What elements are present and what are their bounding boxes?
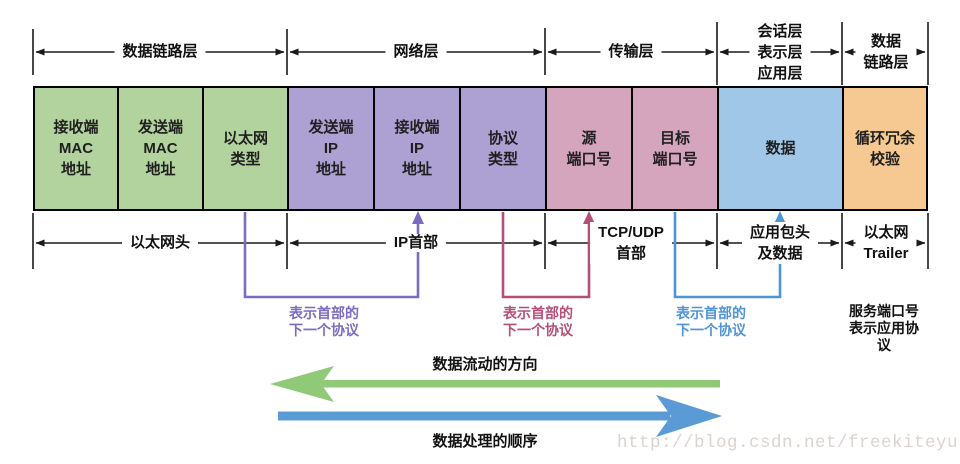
- section-label-tcp-udp-header: TCP/UDP 首部: [590, 222, 672, 264]
- field-dest-mac: 接收端 MAC 地址: [33, 86, 117, 211]
- field-protocol: 协议 类型: [459, 86, 545, 211]
- connector-arrowhead-pink-icon: [583, 211, 595, 224]
- connector-arrowhead-purple-icon: [412, 211, 424, 224]
- data-flow-arrow-left-icon: [270, 366, 720, 402]
- field-dest-port: 目标 端口号: [631, 86, 717, 211]
- connector-protocol-type-to-tcp-header: [501, 211, 595, 299]
- section-label-ethernet-trailer: 以太网 Trailer: [855, 222, 917, 264]
- top-dimension-ticks: [32, 22, 929, 85]
- section-label-ethernet-header: 以太网头: [121, 234, 199, 252]
- bottom-dimension-ticks: [32, 213, 929, 269]
- connector-arrowhead-blue-icon: [774, 211, 786, 224]
- connector-ethernet-type-to-ip-header: [243, 211, 424, 299]
- field-src-ip: 发送端 IP 地址: [287, 86, 373, 211]
- processing-order-arrow-right-icon: [278, 395, 722, 437]
- note-next-protocol-blue: 表示首部的 下一个协议: [676, 305, 746, 338]
- layer-label-datalink-right: 数据 链路层: [855, 31, 917, 73]
- layer-label-network: 网络层: [385, 43, 447, 61]
- field-ether-type: 以太网 类型: [202, 86, 287, 211]
- field-src-port: 源 端口号: [545, 86, 631, 211]
- layer-label-transport: 传输层: [600, 43, 662, 61]
- field-src-mac: 发送端 MAC 地址: [117, 86, 202, 211]
- field-crc: 循环冗余 校验: [842, 86, 928, 211]
- watermark-url: http://blog.csdn.net/freekiteyu: [617, 433, 959, 453]
- layer-label-datalink-left: 数据链路层: [114, 43, 206, 61]
- field-data: 数据: [717, 86, 842, 211]
- label-data-flow-direction: 数据流动的方向: [432, 356, 538, 373]
- note-next-protocol-purple: 表示首部的 下一个协议: [289, 305, 359, 338]
- section-label-ip-header: IP首部: [385, 234, 447, 252]
- note-service-port: 服务端口号 表示应用协议: [849, 303, 919, 353]
- field-dest-ip: 接收端 IP 地址: [373, 86, 459, 211]
- note-next-protocol-pink: 表示首部的 下一个协议: [503, 305, 573, 338]
- section-label-app-header-data: 应用包头 及数据: [741, 222, 819, 264]
- layer-label-session-presentation-application: 会话层 表示层 应用层: [749, 21, 811, 84]
- label-processing-order: 数据处理的顺序: [432, 433, 538, 450]
